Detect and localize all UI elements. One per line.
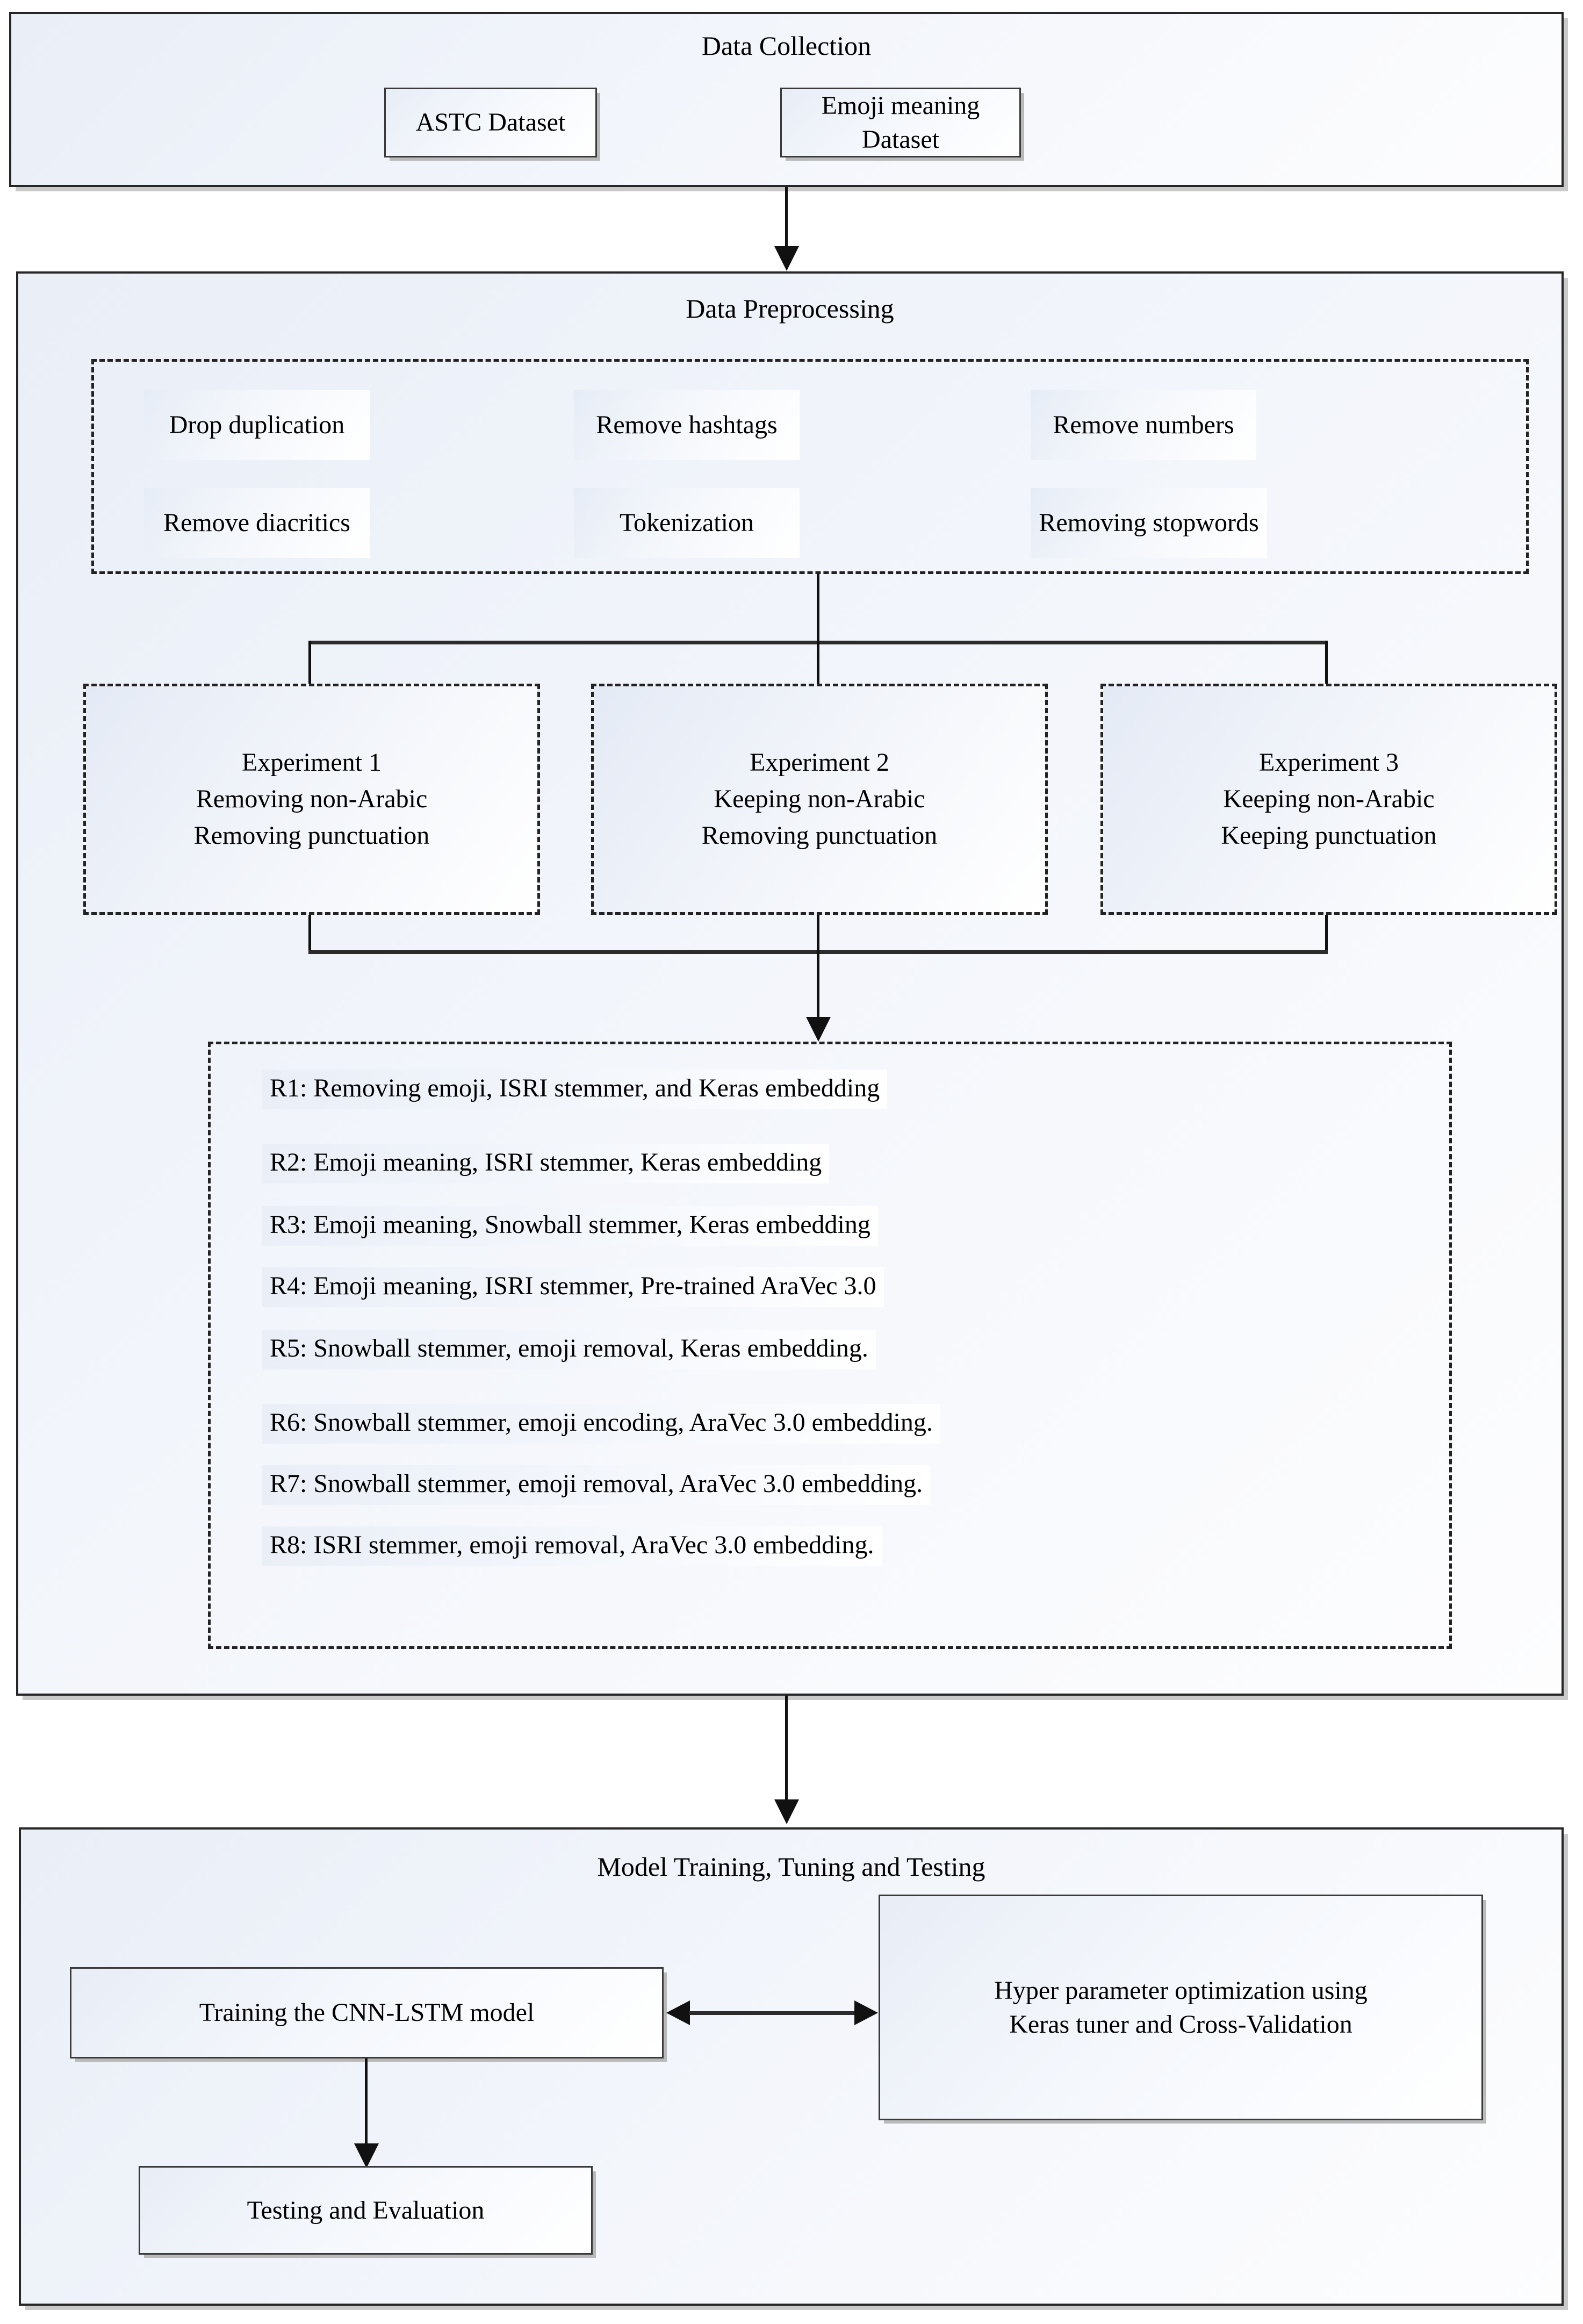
run-item-r3-label: R3: Emoji meaning, Snowball stemmer, Ker… bbox=[270, 1210, 870, 1239]
run-item-r2[interactable]: R2: Emoji meaning, ISRI stemmer, Keras e… bbox=[262, 1144, 830, 1183]
experiment-box-1-line3: Removing punctuation bbox=[193, 821, 430, 850]
run-item-r1-label: R1: Removing emoji, ISRI stemmer, and Ke… bbox=[270, 1074, 880, 1102]
hyperparameter-tuning-box-line2: Keras tuner and Cross-Validation bbox=[1009, 2010, 1352, 2039]
stage-data-collection-title: Data Collection bbox=[701, 31, 872, 61]
run-item-r4[interactable]: R4: Emoji meaning, ISRI stemmer, Pre-tra… bbox=[262, 1267, 884, 1307]
training-box-label: Training the CNN-LSTM model bbox=[199, 1998, 535, 2027]
run-item-r8[interactable]: R8: ISRI stemmer, emoji removal, AraVec … bbox=[262, 1526, 882, 1566]
stage-data-preprocessing-title: Data Preprocessing bbox=[686, 293, 894, 324]
preprocessing-op-remove-diacritics[interactable]: Remove diacritics bbox=[144, 488, 370, 558]
training-tuning-arrow-shaft bbox=[689, 2011, 855, 2015]
experiment-box-3-line2: Keeping non-Arabic bbox=[1223, 784, 1435, 813]
preprocessing-op-drop-duplication[interactable]: Drop duplication bbox=[144, 390, 370, 460]
connector-to-experiment-2 bbox=[817, 641, 819, 722]
run-item-r7-label: R7: Snowball stemmer, emoji removal, Ara… bbox=[270, 1469, 923, 1498]
connector-preprocessing-to-training-arrowhead bbox=[774, 1799, 799, 1824]
experiment-box-2-name: Experiment 2 bbox=[750, 748, 889, 777]
run-item-r8-label: R8: ISRI stemmer, emoji removal, AraVec … bbox=[270, 1531, 874, 1559]
connector-experiment-2-down bbox=[817, 915, 819, 952]
run-item-r6[interactable]: R6: Snowball stemmer, emoji encoding, Ar… bbox=[262, 1404, 940, 1444]
training-tuning-arrow-left-head bbox=[666, 2000, 690, 2025]
training-tuning-arrow-right-head bbox=[854, 2000, 878, 2025]
run-item-r3[interactable]: R3: Emoji meaning, Snowball stemmer, Ker… bbox=[262, 1206, 878, 1246]
training-box[interactable]: Training the CNN-LSTM model bbox=[70, 1967, 664, 2058]
experiment-box-3[interactable]: Experiment 3 Keeping non-Arabic Keeping … bbox=[1100, 684, 1557, 915]
preprocessing-op-remove-diacritics-label: Remove diacritics bbox=[163, 508, 350, 537]
stage-model-training-title: Model Training, Tuning and Testing bbox=[597, 1852, 985, 1882]
experiment-box-2-line2: Keeping non-Arabic bbox=[714, 784, 925, 813]
preprocessing-op-drop-duplication-label: Drop duplication bbox=[169, 410, 345, 439]
run-item-r2-label: R2: Emoji meaning, ISRI stemmer, Keras e… bbox=[270, 1148, 822, 1177]
dataset-box-astc[interactable]: ASTC Dataset bbox=[384, 88, 597, 157]
run-item-r5[interactable]: R5: Snowball stemmer, emoji removal, Ker… bbox=[262, 1330, 876, 1369]
connector-experiment-3-down bbox=[1325, 915, 1328, 952]
preprocessing-op-removing-stopwords[interactable]: Removing stopwords bbox=[1031, 488, 1267, 558]
preprocessing-op-tokenization-label: Tokenization bbox=[620, 508, 754, 537]
experiment-box-1[interactable]: Experiment 1 Removing non-Arabic Removin… bbox=[83, 684, 540, 915]
dataset-box-astc-label: ASTC Dataset bbox=[415, 108, 566, 137]
preprocessing-op-remove-hashtags-label: Remove hashtags bbox=[596, 410, 778, 439]
preprocessing-op-remove-numbers-label: Remove numbers bbox=[1053, 410, 1234, 439]
connector-collection-to-preprocessing-arrowhead bbox=[774, 246, 799, 271]
experiment-box-2-line3: Removing punctuation bbox=[701, 821, 938, 850]
connector-merge-to-runs-arrowhead bbox=[806, 1017, 831, 1042]
connector-ops-down-stem bbox=[817, 574, 819, 643]
dataset-box-emoji-meaning-label: Emoji meaning Dataset bbox=[821, 91, 980, 154]
runs-group bbox=[208, 1042, 1452, 1649]
experiment-box-1-name: Experiment 1 bbox=[242, 748, 382, 777]
preprocessing-op-removing-stopwords-label: Removing stopwords bbox=[1039, 508, 1259, 537]
connector-merge-to-runs bbox=[817, 950, 819, 1020]
connector-experiment-1-down bbox=[308, 915, 311, 952]
testing-box-label: Testing and Evaluation bbox=[247, 2196, 485, 2225]
dataset-box-emoji-meaning[interactable]: Emoji meaning Dataset bbox=[780, 88, 1021, 157]
hyperparameter-tuning-box[interactable]: Hyper parameter optimization using Keras… bbox=[879, 1895, 1483, 2120]
connector-preprocessing-to-training bbox=[785, 1696, 788, 1803]
hyperparameter-tuning-box-line1: Hyper parameter optimization using bbox=[994, 1976, 1368, 2005]
connector-collection-to-preprocessing bbox=[785, 187, 788, 249]
connector-to-experiment-1 bbox=[308, 641, 311, 707]
run-item-r1[interactable]: R1: Removing emoji, ISRI stemmer, and Ke… bbox=[262, 1070, 888, 1109]
preprocessing-operations-group bbox=[91, 359, 1529, 574]
connector-training-to-testing bbox=[365, 2058, 368, 2147]
run-item-r5-label: R5: Snowball stemmer, emoji removal, Ker… bbox=[270, 1334, 868, 1362]
connector-to-experiment-3 bbox=[1325, 641, 1328, 707]
run-item-r4-label: R4: Emoji meaning, ISRI stemmer, Pre-tra… bbox=[270, 1272, 876, 1300]
preprocessing-op-tokenization[interactable]: Tokenization bbox=[574, 488, 800, 558]
preprocessing-op-remove-numbers[interactable]: Remove numbers bbox=[1031, 390, 1256, 460]
testing-box[interactable]: Testing and Evaluation bbox=[139, 2166, 593, 2255]
run-item-r7[interactable]: R7: Snowball stemmer, emoji removal, Ara… bbox=[262, 1465, 931, 1505]
experiment-box-3-line3: Keeping punctuation bbox=[1221, 821, 1437, 850]
experiment-box-1-line2: Removing non-Arabic bbox=[196, 784, 428, 813]
experiment-box-2[interactable]: Experiment 2 Keeping non-Arabic Removing… bbox=[591, 684, 1048, 915]
preprocessing-op-remove-hashtags[interactable]: Remove hashtags bbox=[574, 390, 800, 460]
connector-training-to-testing-arrowhead bbox=[354, 2143, 379, 2168]
experiment-box-3-name: Experiment 3 bbox=[1259, 748, 1399, 777]
run-item-r6-label: R6: Snowball stemmer, emoji encoding, Ar… bbox=[270, 1408, 933, 1437]
